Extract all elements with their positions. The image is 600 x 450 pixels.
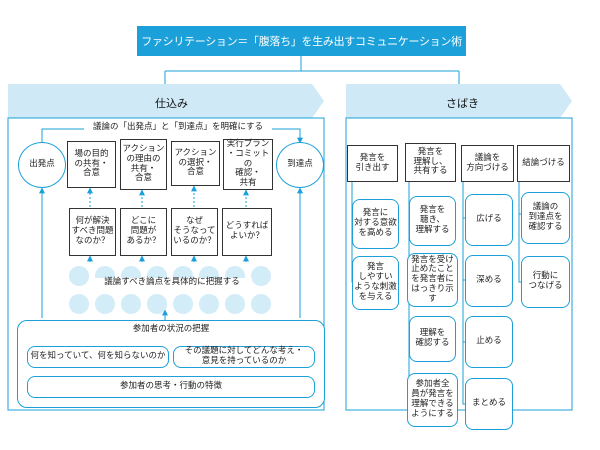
issues-label: 議論すべき論点を具体的に把握する — [92, 277, 252, 288]
sabaki-band — [346, 84, 572, 118]
diagram-title: ファシリテーション＝「腹落ち」を生み出すコミュニケーション術 — [137, 26, 466, 56]
shikomi-label: 仕込み — [155, 97, 188, 110]
participants-title: 参加者の状況の把握 — [132, 324, 210, 334]
shikomi-band — [8, 84, 324, 118]
step-reason-label: アクション の理由の 共有・ 合意 — [122, 143, 165, 184]
clarify-label: 議論の「出発点」と「到達点」を明確にする — [84, 122, 272, 133]
end-point-label: 到達点 — [287, 159, 313, 170]
question-what-label: 何が解決 すべき問題 なのか？ — [71, 216, 114, 246]
col1-item-motivation: 発言に 対する意欲 を高める — [352, 199, 399, 249]
sabaki-label: さばき — [446, 97, 479, 110]
participants-opinions-label: その議題に対してどんな考え・ 意見を持っているのか — [184, 346, 304, 366]
start-point-label: 出発点 — [29, 159, 55, 170]
col2-item-shared-label: 参加者全 員が発言を 理解できる ようにする — [411, 379, 454, 419]
start-point-node: 出発点 — [18, 142, 66, 188]
step-plan: 実行プラン ・コミットの 確認・ 共有 — [223, 139, 273, 190]
sabaki-header-understand-label: 発言を 理解し、 共有する — [413, 146, 448, 177]
col2-item-confirm: 理解を 確認する — [409, 316, 456, 362]
issue-dot — [69, 294, 89, 314]
sabaki-header-understand: 発言を 理解し、 共有する — [405, 143, 456, 182]
col3-item-deepen-label: 深める — [476, 275, 502, 286]
step-purpose-label: 場の目的 の共有・ 合意 — [74, 148, 109, 179]
question-where-label: どこに 問題が あるか？ — [126, 216, 161, 246]
end-point-node: 到達点 — [276, 142, 324, 188]
participants-opinions: その議題に対してどんな考え・ 意見を持っているのか — [173, 346, 315, 368]
col2-item-acknowledge: 発言を受け 止めたこと を発言者に はっきり示す — [407, 253, 458, 307]
step-selection: アクション の選択・ 合意 — [171, 141, 220, 186]
sabaki-header-direct: 議論を 方向づける — [461, 145, 514, 182]
col2-item-listen-label: 発言を 聴き、 理解する — [415, 205, 450, 235]
issue-dot — [173, 294, 193, 314]
col2-item-shared: 参加者全 員が発言を 理解できる ようにする — [407, 373, 458, 427]
col2-item-confirm-label: 理解を 確認する — [415, 328, 450, 348]
question-where: どこに 問題が あるか？ — [120, 208, 167, 256]
col4-item-goal: 議論の 到達点を 確認する — [521, 192, 570, 244]
col2-item-listen: 発言を 聴き、 理解する — [409, 196, 456, 246]
question-why-label: なぜ そうなって いるのか？ — [173, 216, 216, 246]
question-how-label: どうすれば よいか？ — [225, 221, 269, 241]
participants-traits-label: 参加者の思考・行動の特徴 — [119, 381, 222, 392]
issue-dot — [199, 294, 219, 314]
step-purpose: 場の目的 の共有・ 合意 — [67, 141, 116, 188]
step-plan-label: 実行プラン ・コミットの 確認・ 共有 — [226, 139, 270, 189]
issue-dot — [225, 294, 245, 314]
col3-item-summarize-label: まとめる — [471, 398, 506, 409]
sabaki-header-elicit: 発言を 引き出す — [347, 145, 398, 182]
sabaki-header-direct-label: 議論を 方向づける — [466, 152, 509, 173]
col1-item-stimulus-label: 発言 しやすい ような刺激 を与える — [354, 262, 397, 302]
col4-item-action-label: 行動に つなげる — [528, 271, 563, 291]
question-why: なぜ そうなって いるのか？ — [171, 208, 218, 256]
issue-dot — [95, 294, 115, 314]
issue-dot — [251, 294, 271, 314]
sabaki-header-conclude-label: 結論づける — [522, 157, 565, 168]
question-how: どうすれば よいか？ — [222, 208, 272, 256]
participants-knowledge: 何を知っていて、何を知らないのか — [27, 346, 169, 368]
col3-item-deepen: 深める — [465, 255, 513, 307]
participants-traits: 参加者の思考・行動の特徴 — [27, 376, 315, 398]
sabaki-header-conclude: 結論づける — [517, 145, 570, 182]
col2-item-acknowledge-label: 発言を受け 止めたこと を発言者に はっきり示す — [411, 254, 454, 304]
issue-dot — [69, 266, 89, 286]
issue-dot — [147, 294, 167, 314]
step-reason: アクション の理由の 共有・ 合意 — [120, 139, 167, 190]
col3-item-broaden-label: 広げる — [476, 214, 502, 225]
issue-dot — [251, 266, 271, 286]
col4-item-goal-label: 議論の 到達点を 確認する — [528, 202, 563, 232]
col1-item-stimulus: 発言 しやすい ような刺激 を与える — [352, 256, 399, 310]
participants-knowledge-label: 何を知っていて、何を知らないのか — [30, 351, 166, 362]
question-what: 何が解決 すべき問題 なのか？ — [69, 208, 116, 256]
step-selection-label: アクション の選択・ 合意 — [174, 147, 217, 178]
sabaki-header-elicit-label: 発言を 引き出す — [355, 152, 390, 173]
col3-item-broaden: 広げる — [465, 194, 513, 246]
col3-item-stop-label: 止める — [476, 336, 502, 347]
col1-item-motivation-label: 発言に 対する意欲 を高める — [354, 208, 397, 238]
col3-item-stop: 止める — [465, 316, 513, 368]
col3-item-summarize: まとめる — [465, 378, 513, 430]
col4-item-action: 行動に つなげる — [521, 256, 570, 308]
issue-dot — [121, 294, 141, 314]
